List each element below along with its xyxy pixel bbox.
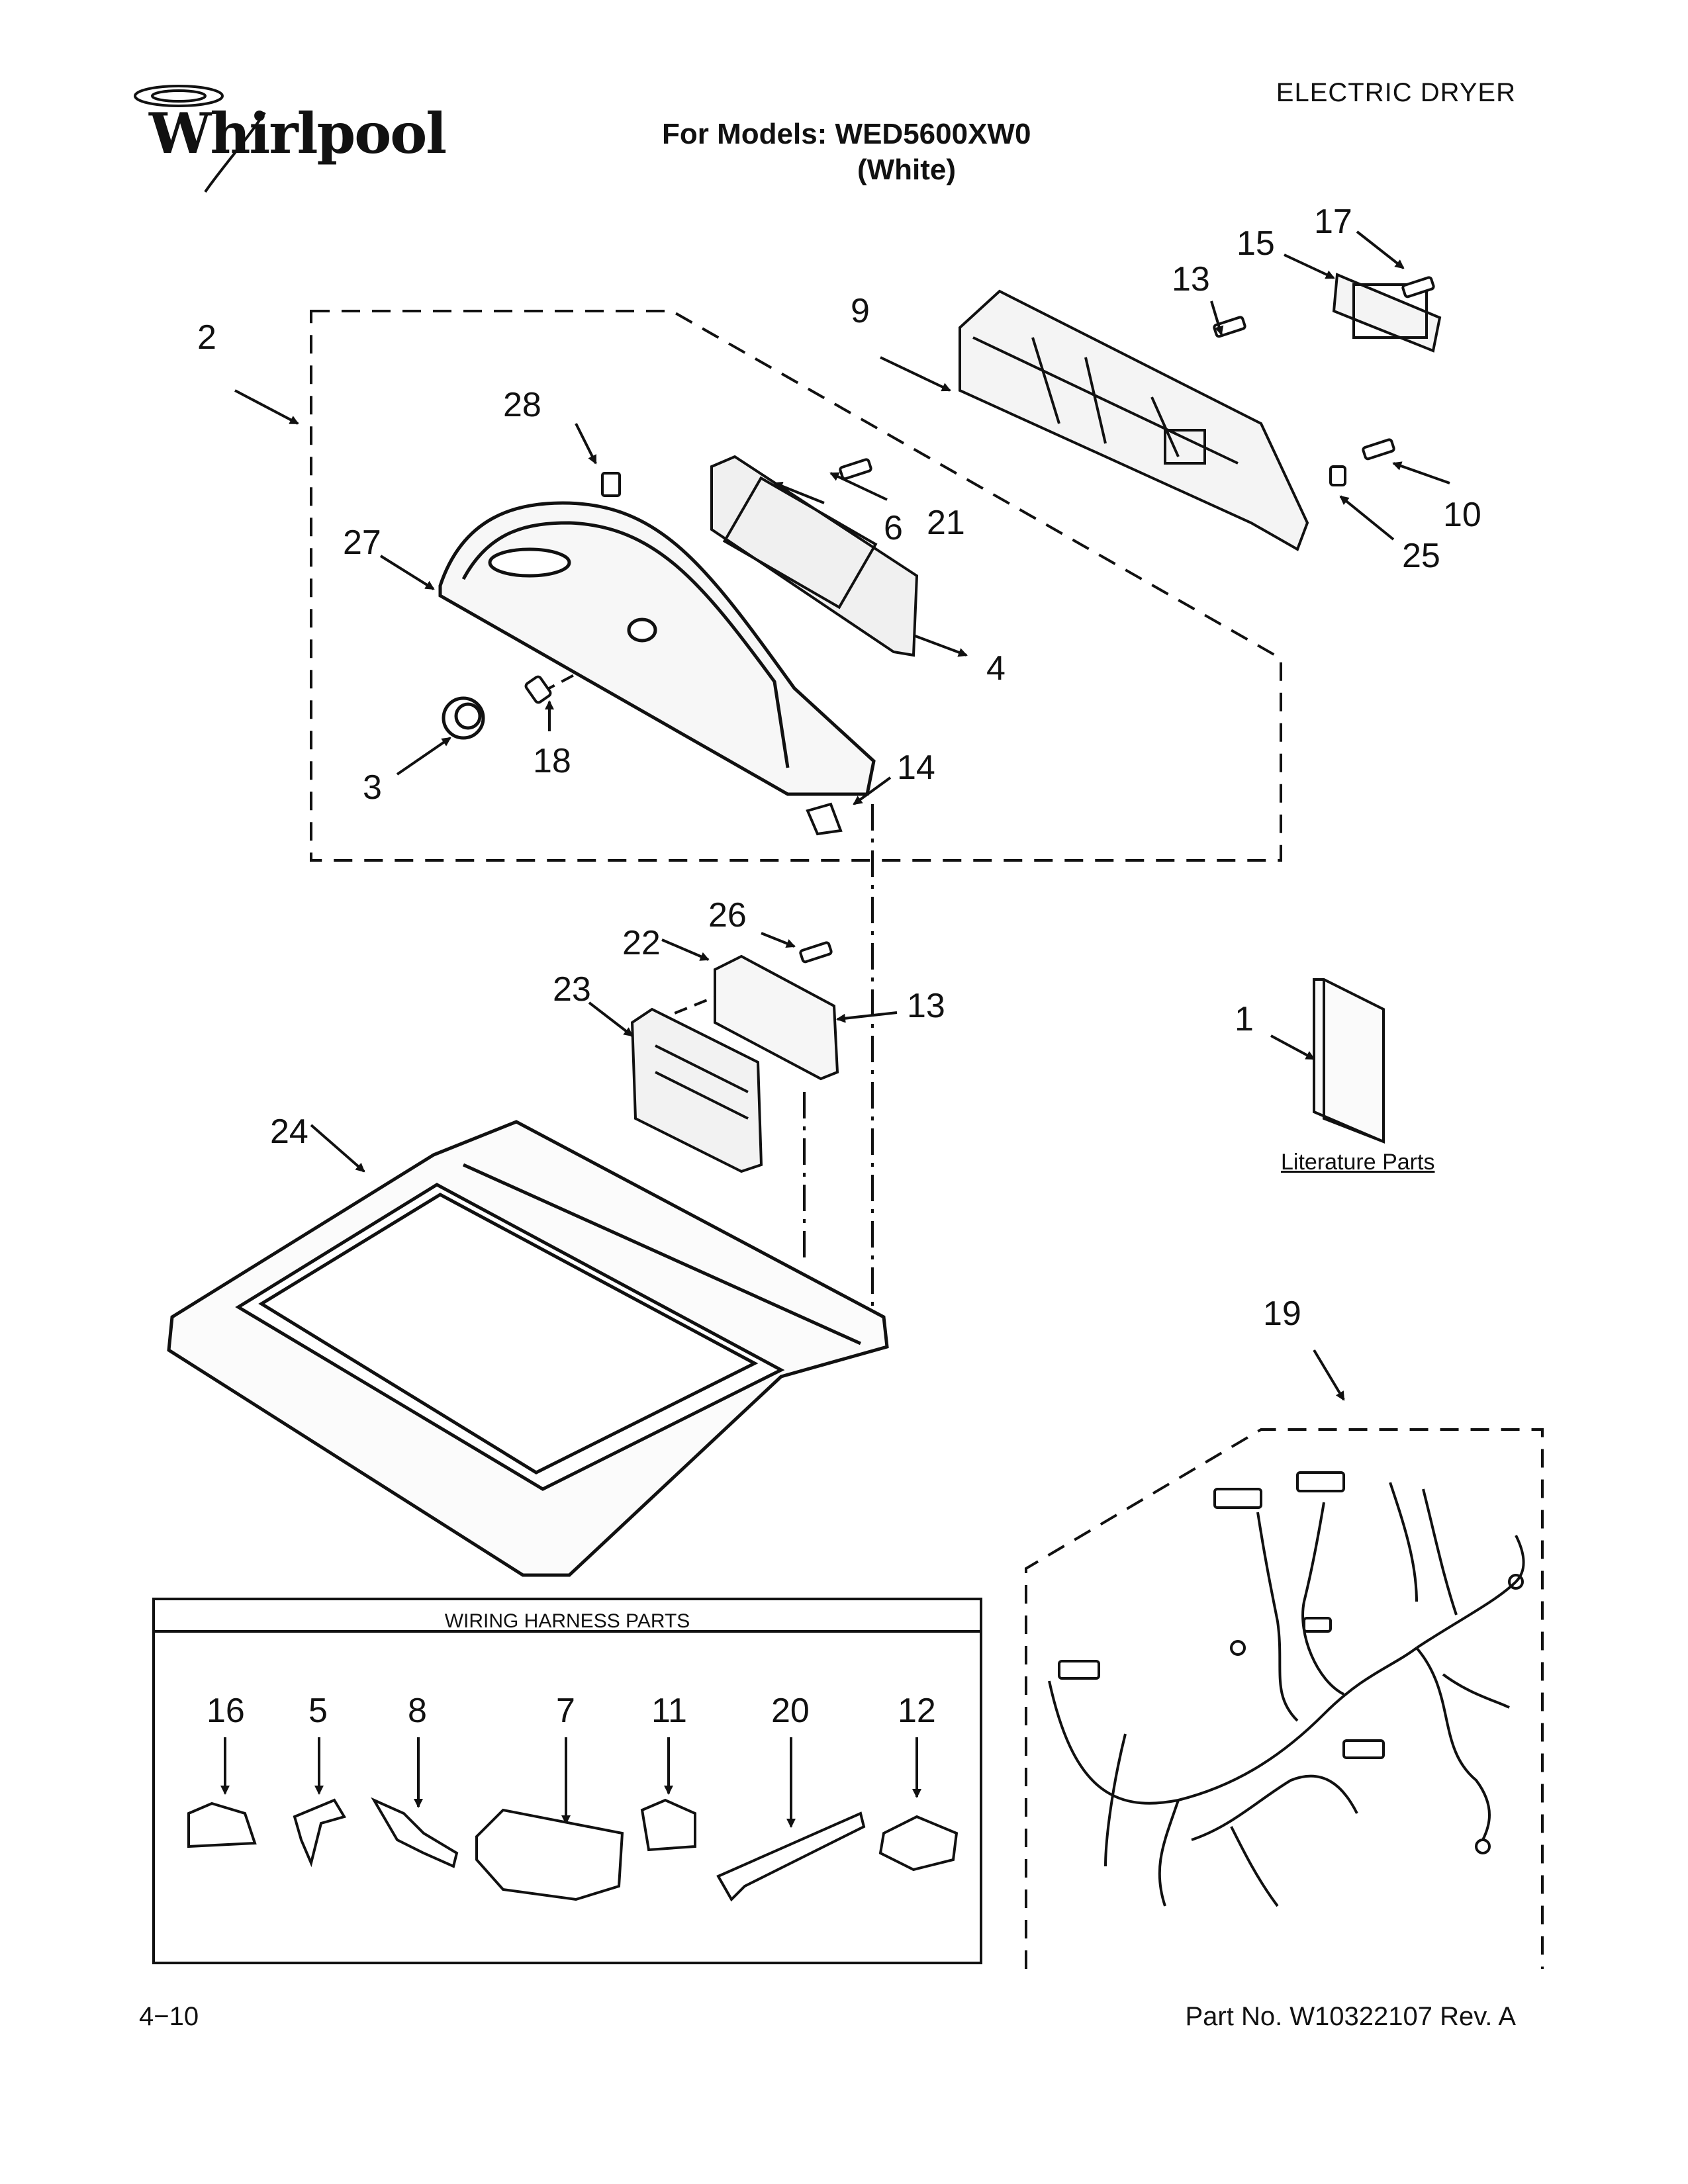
product-type: ELECTRIC DRYER xyxy=(1276,78,1516,107)
electronic-module-part xyxy=(630,1007,763,1173)
wh-part-11: 11 xyxy=(651,1692,687,1730)
wiring-harness-title: WIRING HARNESS PARTS xyxy=(444,1610,690,1632)
wh-part-20: 20 xyxy=(771,1692,810,1730)
wh-part-5: 5 xyxy=(308,1692,328,1730)
model-label: For Models: WED5600XW0 xyxy=(662,118,1031,150)
callout-4: 4 xyxy=(986,649,1006,688)
wiring-harness-part xyxy=(1048,1471,1525,1907)
callout-19: 19 xyxy=(1263,1295,1301,1333)
wh-part-16: 16 xyxy=(207,1692,245,1730)
clip-part xyxy=(806,802,843,836)
callout-17: 17 xyxy=(1314,203,1352,241)
callout-21: 21 xyxy=(927,504,965,542)
callout-2: 2 xyxy=(197,318,216,357)
callout-15: 15 xyxy=(1237,224,1275,263)
page-number: 4−10 xyxy=(139,2002,199,2031)
mounting-plate-part xyxy=(1332,273,1442,353)
callout-9: 9 xyxy=(851,292,870,330)
board-bracket-part xyxy=(714,954,839,1081)
callout-1: 1 xyxy=(1235,1000,1254,1038)
callout-28: 28 xyxy=(503,386,541,424)
literature-parts-label: Literature Parts xyxy=(1281,1150,1435,1175)
small-clip-part xyxy=(601,472,621,497)
wiring-harness-box xyxy=(152,1598,982,1964)
callout-13-mid: 13 xyxy=(907,987,945,1025)
control-board-part xyxy=(710,455,919,657)
callout-23: 23 xyxy=(553,970,591,1009)
callout-27: 27 xyxy=(343,523,381,562)
part-number: Part No. W10322107 Rev. A xyxy=(1185,2002,1516,2031)
callout-leader-lines xyxy=(234,230,1450,1401)
knob-part xyxy=(442,696,485,740)
console-housing-part xyxy=(438,501,876,796)
wh-part-drawings xyxy=(187,1797,959,1902)
callout-6: 6 xyxy=(884,509,903,547)
dryer-top-part xyxy=(167,1120,889,1577)
coupler-part xyxy=(524,675,552,704)
console-group-boundary xyxy=(310,310,1282,862)
callout-18: 18 xyxy=(533,742,571,780)
wh-part-8: 8 xyxy=(408,1692,427,1730)
harness-group-boundary xyxy=(1025,1428,1544,1969)
whirlpool-logo-icon xyxy=(134,85,266,193)
callout-22: 22 xyxy=(622,924,661,962)
callout-24: 24 xyxy=(270,1113,308,1151)
wh-arrows xyxy=(220,1737,921,1828)
wh-part-12: 12 xyxy=(898,1692,936,1730)
wh-part-7: 7 xyxy=(556,1692,575,1730)
callout-25: 25 xyxy=(1402,537,1440,575)
callout-14: 14 xyxy=(897,749,935,787)
callout-13-top: 13 xyxy=(1172,260,1210,298)
literature-book-part xyxy=(1313,978,1385,1144)
console-bracket-part xyxy=(959,289,1309,551)
callout-26: 26 xyxy=(708,896,747,934)
brand-logo: Whirlpool xyxy=(149,101,447,166)
model-color: (White) xyxy=(857,154,957,186)
callout-3: 3 xyxy=(363,768,382,807)
callout-10: 10 xyxy=(1443,496,1481,534)
